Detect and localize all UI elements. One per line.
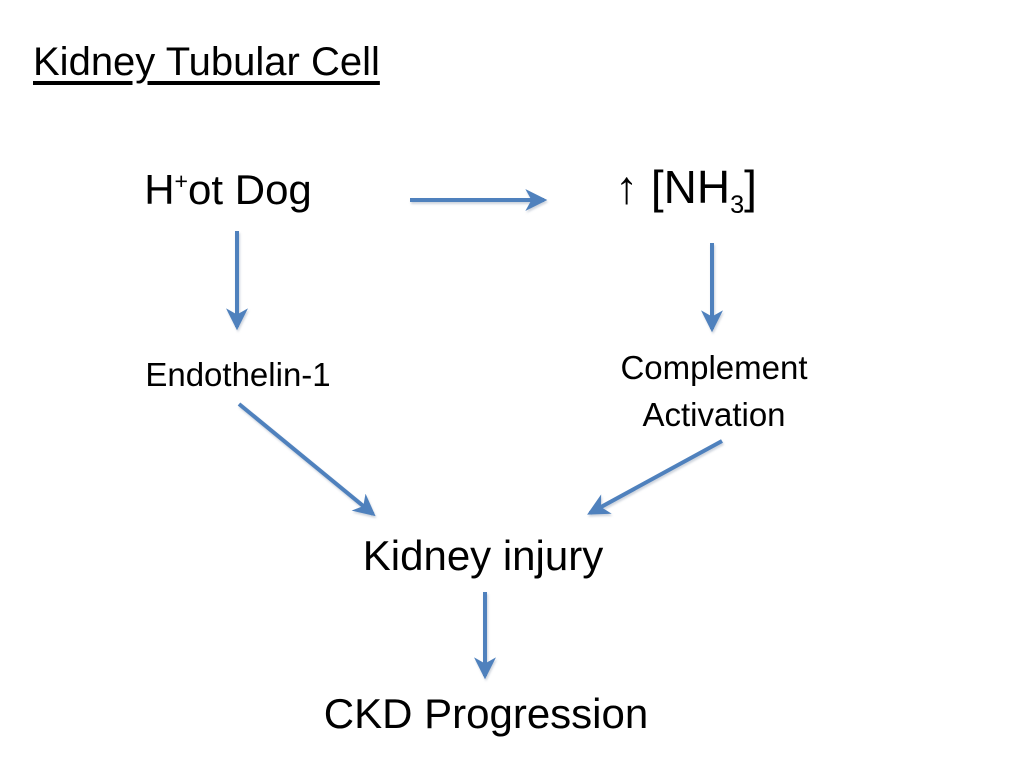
kidney-injury-label: Kidney injury bbox=[362, 532, 604, 579]
nh3-up-arrow-and-formula: ↑ [NH bbox=[615, 161, 731, 213]
ckd-progression-label: CKD Progression bbox=[323, 690, 649, 737]
arrow-endothelin-to-kidney-injury bbox=[237, 402, 376, 517]
node-nh3: ↑ [NH3] bbox=[615, 160, 757, 218]
node-endothelin-1: Endothelin-1 bbox=[145, 356, 330, 394]
arrow-complement-to-kidney-injury bbox=[587, 439, 723, 515]
slide-title: Kidney Tubular Cell bbox=[33, 40, 380, 84]
hot-dog-h: H bbox=[144, 166, 175, 213]
hot-dog-superscript-plus: + bbox=[174, 168, 189, 194]
hot-dog-rest: ot Dog bbox=[188, 166, 312, 213]
node-kidney-injury: Kidney injury bbox=[363, 532, 603, 580]
nh3-subscript-3: 3 bbox=[730, 191, 745, 220]
nh3-close-bracket: ] bbox=[744, 161, 757, 213]
node-ckd-progression: CKD Progression bbox=[324, 690, 648, 738]
node-complement-activation: Complement Activation bbox=[584, 344, 844, 438]
complement-line1: Complement bbox=[620, 349, 808, 386]
node-hot-dog: H+ot Dog bbox=[144, 166, 312, 214]
complement-line2: Activation bbox=[642, 396, 786, 433]
endothelin-label: Endothelin-1 bbox=[145, 356, 331, 393]
